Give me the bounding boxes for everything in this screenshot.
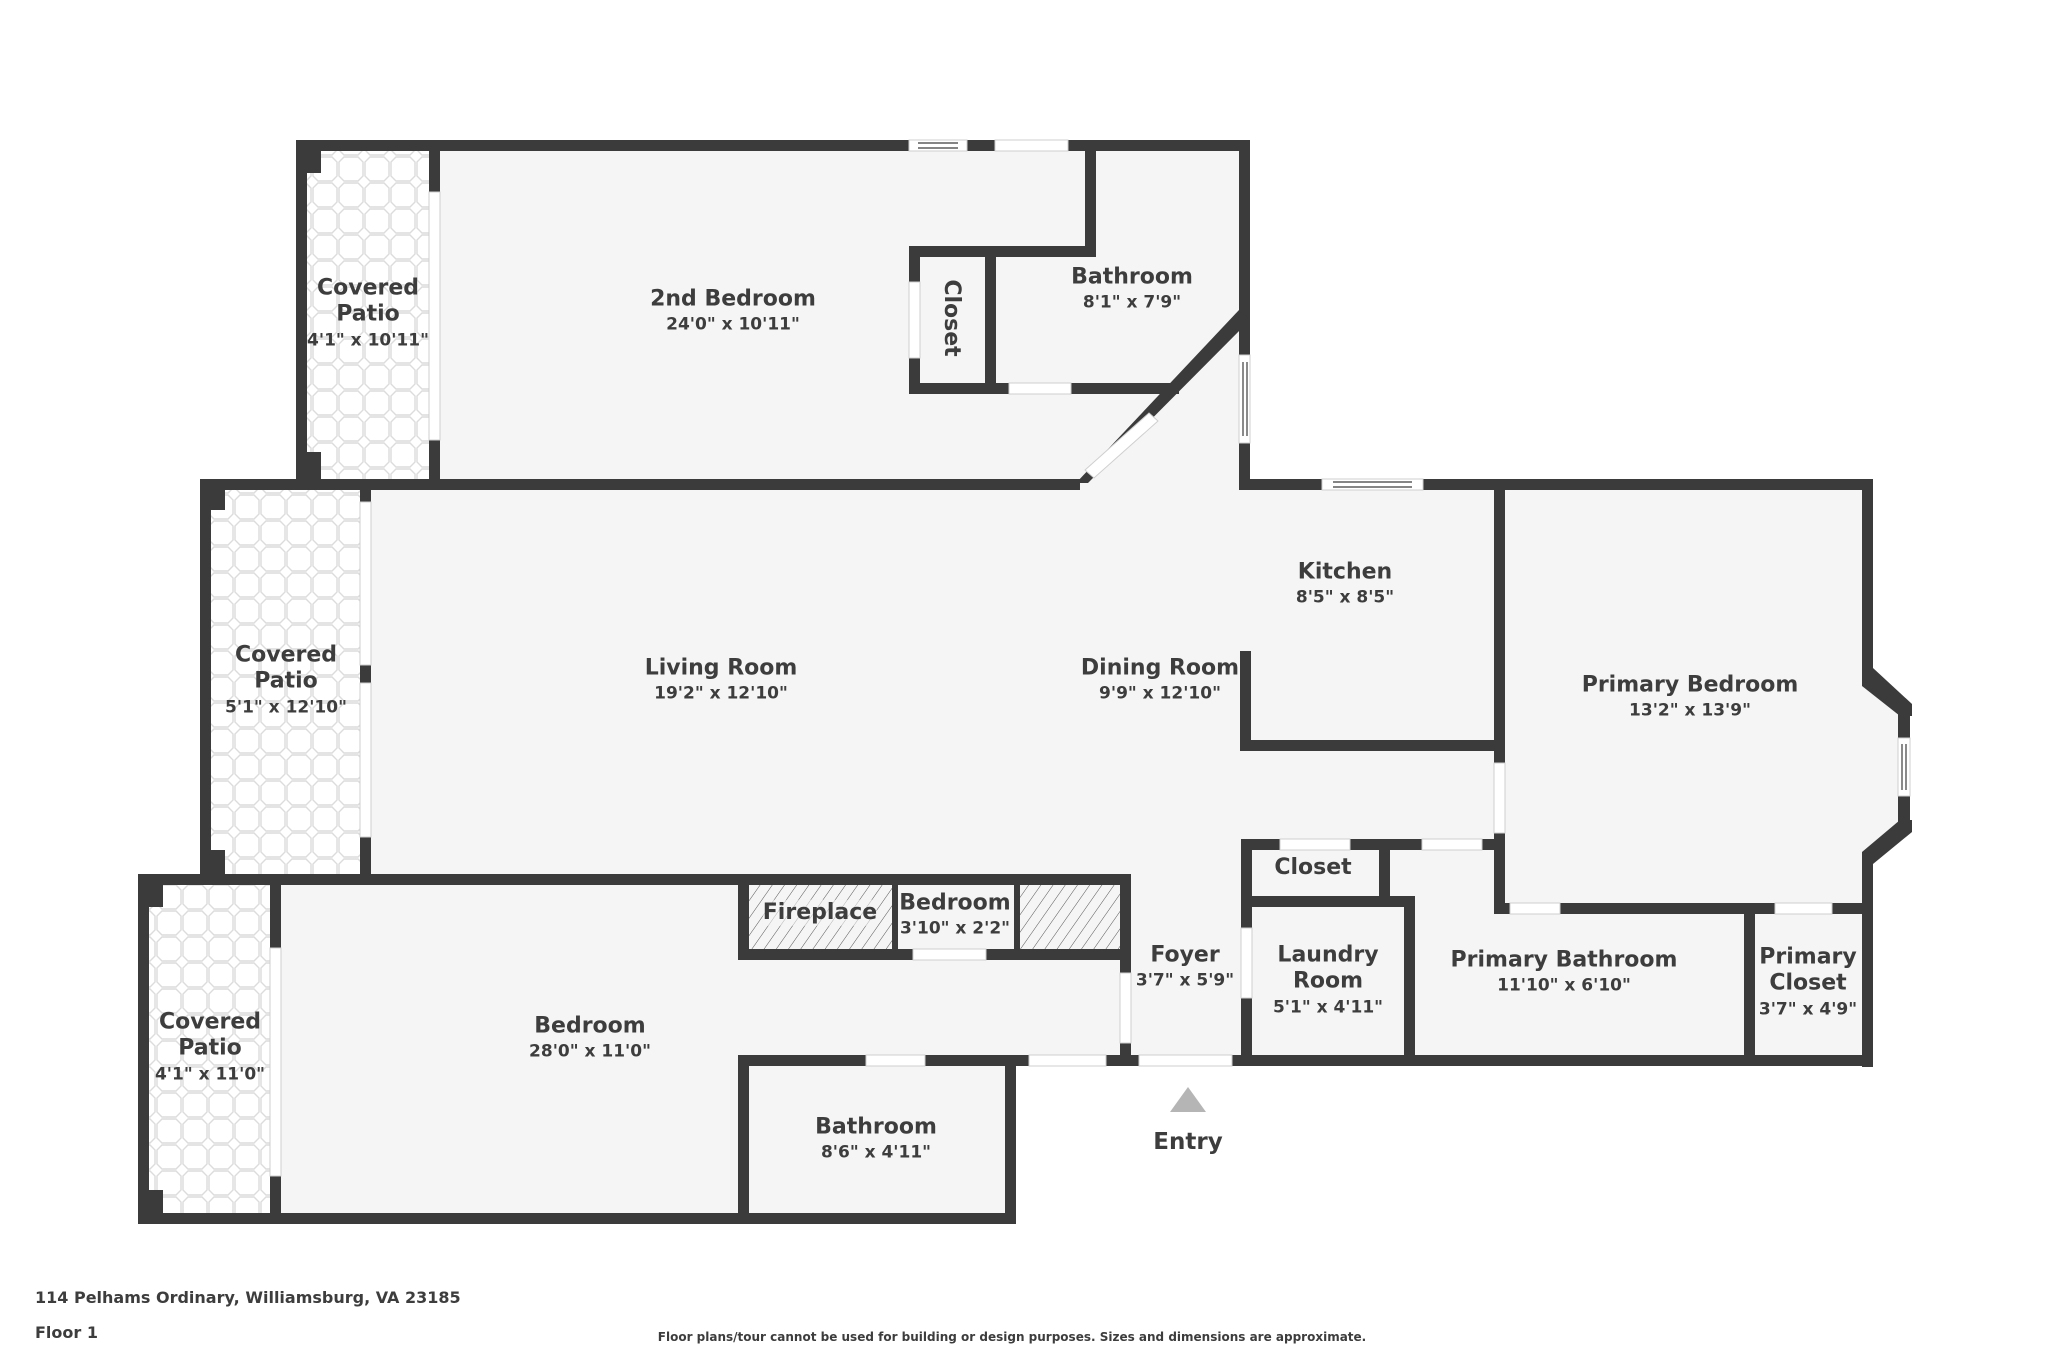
room-label-bedroom-closet: Bedroom 3'10" x 2'2" [899, 890, 1011, 939]
room-label-primary-bathroom: Primary Bathroom 11'10" x 6'10" [1450, 947, 1678, 996]
room-label-covered-patio-middle: Covered Patio 5'1" x 12'10" [225, 642, 347, 718]
room-label-bedroom: Bedroom 28'0" x 11'0" [529, 1013, 651, 1062]
room-label-dining-room: Dining Room 9'9" x 12'10" [1080, 655, 1240, 704]
room-label-primary-closet: Primary Closet 3'7" x 4'9" [1758, 944, 1858, 1020]
room-label-closet-hall: Closet [1274, 854, 1352, 880]
room-label-primary-bedroom: Primary Bedroom 13'2" x 13'9" [1581, 672, 1799, 721]
room-label-fireplace: Fireplace [762, 899, 878, 927]
patio-middle-floor [200, 479, 370, 875]
patio-bottom-floor [138, 874, 278, 1224]
room-label-laundry-room: Laundry Room 5'1" x 4'11" [1272, 942, 1384, 1018]
primary-bedroom-floor [1494, 479, 1908, 904]
room-label-covered-patio-top: Covered Patio 4'1" x 10'11" [307, 275, 429, 351]
disclaimer: Floor plans/tour cannot be used for buil… [657, 1330, 1367, 1344]
openings [269, 139, 1911, 1177]
room-label-living-room: Living Room 19'2" x 12'10" [644, 655, 798, 704]
property-address: 114 Pelhams Ordinary, Williamsburg, VA 2… [35, 1288, 461, 1307]
room-label-closet-top: Closet [939, 279, 965, 357]
entry-label: Entry [1153, 1129, 1223, 1155]
second-bedroom-floor [436, 140, 1250, 483]
room-label-foyer: Foyer 3'7" x 5'9" [1135, 942, 1235, 991]
entry-arrow-icon [1170, 1087, 1206, 1112]
room-label-kitchen: Kitchen 8'5" x 8'5" [1295, 559, 1395, 608]
room-label-bathroom-top: Bathroom 8'1" x 7'9" [1071, 264, 1193, 313]
room-label-covered-patio-bottom: Covered Patio 4'1" x 11'0" [154, 1009, 266, 1085]
storage-hatch [1019, 884, 1121, 949]
bedroom-floor [278, 874, 1130, 1224]
floor-label: Floor 1 [35, 1323, 98, 1342]
patio-top-floor [296, 140, 436, 480]
room-label-2nd-bedroom: 2nd Bedroom 24'0" x 10'11" [650, 286, 816, 335]
room-label-bathroom-bottom: Bathroom 8'6" x 4'11" [815, 1114, 937, 1163]
living-area-floor [370, 479, 1498, 875]
